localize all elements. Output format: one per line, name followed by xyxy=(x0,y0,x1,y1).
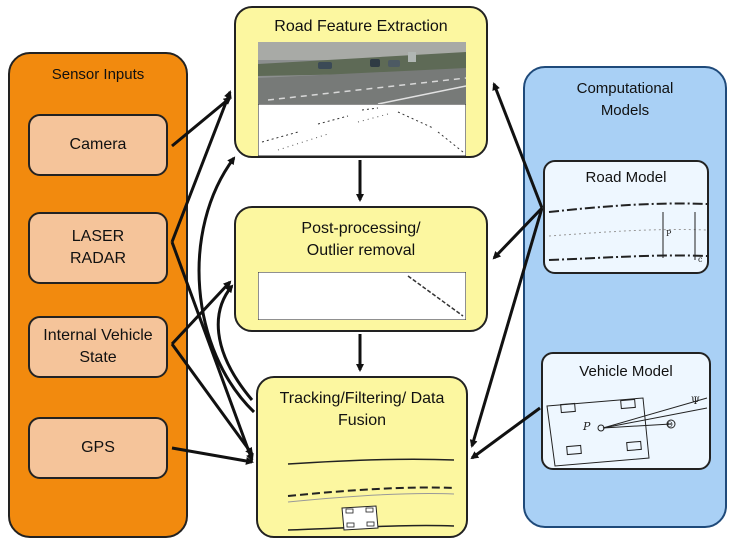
tracking-filtering-box: Tracking/Filtering/ Data Fusion xyxy=(256,376,468,538)
arrow-gps-to-tracking xyxy=(171,446,254,465)
gps-sensor-box: GPS xyxy=(28,417,168,479)
arrow-state-to-tracking xyxy=(170,343,254,456)
camera-label: Camera xyxy=(69,136,127,153)
road-feature-extraction-title: Road Feature Extraction xyxy=(274,18,448,35)
arrow-laser-to-tracking xyxy=(170,241,254,462)
road-model-title: Road Model xyxy=(585,169,667,186)
computational-models-title: Computational Models xyxy=(576,80,674,119)
arrow-roadmodel-to-tracking xyxy=(469,207,544,448)
tracking-filtering-title: Tracking/Filtering/ Data Fusion xyxy=(279,390,445,429)
outlier-removed-image xyxy=(258,272,466,320)
post-processing-title: Post-processing/ Outlier removal xyxy=(301,220,421,259)
road-model-p-label: P xyxy=(666,229,672,238)
tracking-result-diagram xyxy=(287,458,455,531)
road-model-c-label: c xyxy=(698,255,703,264)
extracted-edges-image xyxy=(258,104,466,156)
arrow-camera-to-extraction xyxy=(171,96,232,148)
vehicle-model-box: Vehicle Model Ψ P Θ xyxy=(541,352,711,470)
road-model-diagram: P c xyxy=(548,202,708,264)
arrow-roadmodel-to-postprocessing xyxy=(492,206,544,260)
internal-vehicle-state-box: Internal Vehicle State xyxy=(28,316,168,378)
arrow-state-to-postprocessing xyxy=(170,280,232,346)
arrow-tracking-to-postprocessing xyxy=(216,284,254,401)
road-camera-image xyxy=(258,42,466,104)
vehicle-model-theta-label: Θ xyxy=(667,421,673,429)
post-processing-box: Post-processing/ Outlier removal xyxy=(234,206,488,332)
internal-vehicle-state-label: Internal Vehicle State xyxy=(43,327,153,366)
vehicle-model-diagram: Ψ P Θ xyxy=(546,396,708,467)
arrow-vehiclemodel-to-tracking xyxy=(470,406,541,460)
camera-sensor-box: Camera xyxy=(28,114,168,176)
sensor-inputs-title: Sensor Inputs xyxy=(51,66,145,83)
laser-radar-label: LASER RADAR xyxy=(69,228,126,267)
gps-label: GPS xyxy=(81,439,115,456)
arrow-roadmodel-to-extraction xyxy=(492,82,544,209)
road-feature-extraction-box: Road Feature Extraction xyxy=(234,6,488,158)
vehicle-model-p-label: P xyxy=(582,420,591,433)
road-model-box: Road Model P c xyxy=(543,160,709,274)
arrow-laser-to-extraction xyxy=(170,90,232,243)
vehicle-model-psi-label: Ψ xyxy=(691,396,700,407)
laser-radar-sensor-box: LASER RADAR xyxy=(28,212,168,284)
arrow-tracking-to-extraction xyxy=(197,156,256,414)
vehicle-model-title: Vehicle Model xyxy=(579,363,673,380)
